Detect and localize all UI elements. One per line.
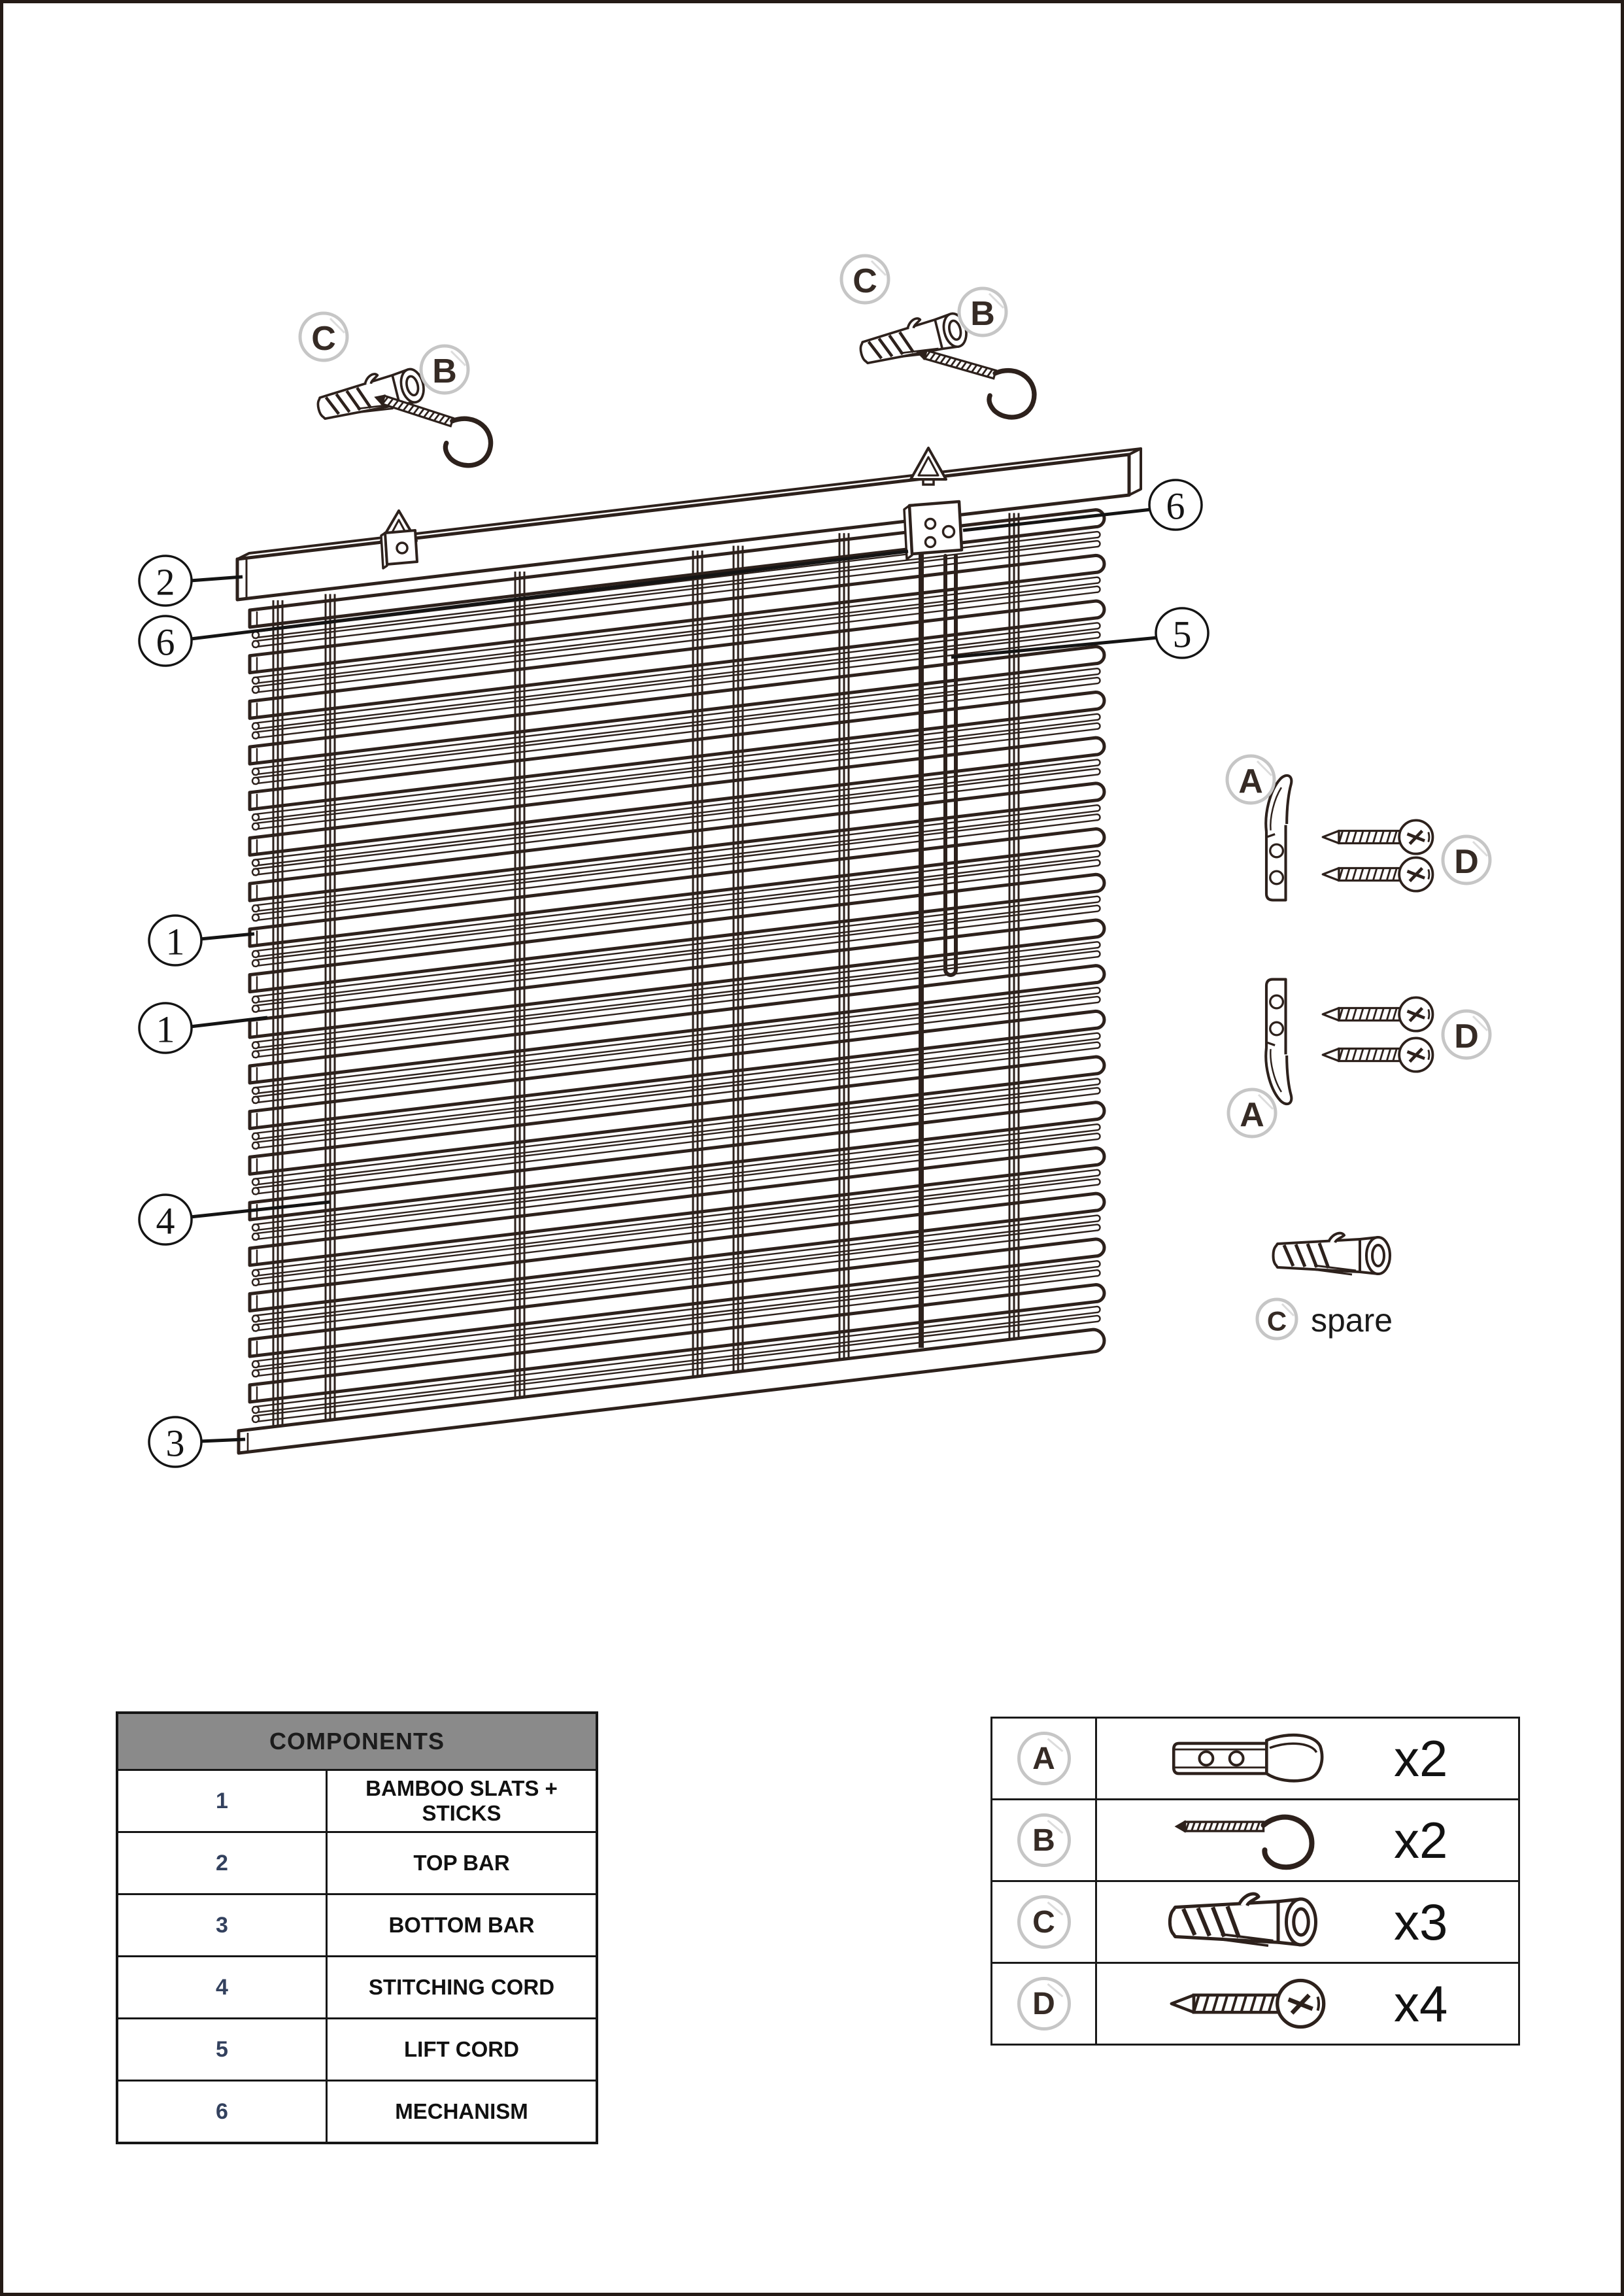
- component-number: 4: [118, 1957, 328, 2017]
- callout-b-topright: B: [957, 286, 1008, 337]
- callout-6-left-label: 6: [156, 621, 175, 664]
- hook-screw-icon: [1097, 1804, 1394, 1877]
- hook-screw-icon: [907, 344, 1040, 422]
- callout-5: 5: [951, 607, 1210, 659]
- callout-a-lower: A: [1226, 1088, 1277, 1139]
- hardware-table: A x2 B x2 C x3 D x4: [990, 1717, 1520, 2046]
- callout-d-upper-label: D: [1454, 843, 1479, 881]
- component-number: 3: [118, 1895, 328, 1955]
- table-row: 6 MECHANISM: [118, 2082, 596, 2142]
- table-row: A x2: [992, 1719, 1518, 1800]
- callout-c-topright: C: [839, 254, 890, 305]
- callout-b-topright-label: B: [970, 295, 995, 333]
- bamboo-blind-drawing: [237, 508, 1106, 1455]
- components-table: COMPONENTS 1 BAMBOO SLATS + STICKS 2 TOP…: [116, 1711, 598, 2144]
- callout-4-label: 4: [156, 1200, 175, 1242]
- component-label: BOTTOM BAR: [388, 1913, 535, 1937]
- callout-6-left: 6: [138, 549, 909, 667]
- callout-c-topleft: C: [298, 311, 349, 362]
- callout-3-label: 3: [166, 1422, 185, 1465]
- callout-3: 3: [148, 1416, 246, 1468]
- hardware-letter-badge: D: [1017, 1977, 1071, 2030]
- callout-4: 4: [138, 1193, 331, 1246]
- table-row: D x4: [992, 1964, 1518, 2044]
- hardware-letter-badge: B: [1017, 1813, 1071, 1867]
- table-row: C x3: [992, 1882, 1518, 1964]
- table-row: B x2: [992, 1800, 1518, 1882]
- hanger-triangle-right: [909, 447, 947, 486]
- callout-c-spare-label: C: [1267, 1306, 1287, 1337]
- component-number: 1: [118, 1771, 328, 1831]
- callout-2-label: 2: [156, 561, 175, 604]
- component-label: STITCHING CORD: [368, 1975, 555, 1999]
- wall-plug-icon: [1274, 1233, 1391, 1275]
- table-row: 5 LIFT CORD: [118, 2019, 596, 2082]
- callout-1-lower: 1: [138, 1002, 268, 1054]
- hardware-letter-badge: C: [1017, 1895, 1071, 1949]
- callout-d-upper: D: [1441, 834, 1492, 885]
- hardware-qty: x2: [1394, 1729, 1448, 1787]
- mechanism-box: [903, 500, 964, 560]
- screw-icon: [1323, 857, 1432, 891]
- callout-b-topleft: B: [419, 344, 470, 395]
- callout-a-upper: A: [1225, 754, 1276, 805]
- mount-bracket-box: [380, 529, 418, 570]
- screw-icon: [1097, 1971, 1394, 2036]
- components-table-title: COMPONENTS: [118, 1714, 596, 1771]
- lift-cord: [919, 554, 958, 1348]
- wall-plug-icon: [314, 363, 427, 426]
- hook-screw-icon: [364, 389, 497, 471]
- callout-b-topleft-label: B: [432, 352, 457, 390]
- component-label: MECHANISM: [395, 2099, 528, 2123]
- callout-c-spare: C: [1255, 1297, 1298, 1341]
- hardware-qty: x2: [1394, 1811, 1448, 1869]
- callout-d-lower-label: D: [1454, 1018, 1479, 1055]
- table-row: 3 BOTTOM BAR: [118, 1895, 596, 1957]
- callout-a-upper-label: A: [1238, 762, 1263, 800]
- bracket-icon: [1097, 1724, 1394, 1792]
- callout-d-lower: D: [1441, 1009, 1492, 1060]
- component-label: LIFT CORD: [404, 2037, 519, 2061]
- table-row: 4 STITCHING CORD: [118, 1957, 596, 2019]
- callout-5-label: 5: [1173, 613, 1192, 656]
- component-label: BAMBOO SLATS + STICKS: [365, 1776, 558, 1825]
- table-row: 1 BAMBOO SLATS + STICKS: [118, 1771, 596, 1833]
- callout-2: 2: [138, 555, 243, 607]
- screw-icon: [1323, 997, 1432, 1031]
- screw-icon: [1323, 1038, 1432, 1071]
- hardware-qty: x4: [1394, 1974, 1448, 2032]
- callout-1-upper: 1: [148, 914, 255, 967]
- hardware-qty: x3: [1394, 1893, 1448, 1951]
- table-row: 2 TOP BAR: [118, 1833, 596, 1895]
- wall-plug-icon: [1097, 1889, 1394, 1955]
- callout-6-right: 6: [962, 479, 1203, 532]
- hardware-letter-badge: A: [1017, 1732, 1071, 1785]
- component-number: 6: [118, 2082, 328, 2142]
- component-number: 5: [118, 2019, 328, 2080]
- assembly-diagram: 2 6 1 1 4 3 6 5: [138, 254, 1492, 1468]
- callout-6-right-label: 6: [1166, 485, 1185, 528]
- component-number: 2: [118, 1833, 328, 1893]
- callout-1-upper-label: 1: [166, 921, 185, 963]
- spare-label: spare: [1311, 1302, 1393, 1339]
- bracket-icon: [1266, 980, 1291, 1105]
- callout-c-topright-label: C: [853, 262, 877, 300]
- callout-1-lower-label: 1: [156, 1008, 175, 1051]
- component-label: TOP BAR: [413, 1851, 510, 1875]
- callout-c-topleft-label: C: [311, 320, 336, 358]
- callout-a-lower-label: A: [1240, 1096, 1264, 1134]
- screw-icon: [1323, 820, 1432, 853]
